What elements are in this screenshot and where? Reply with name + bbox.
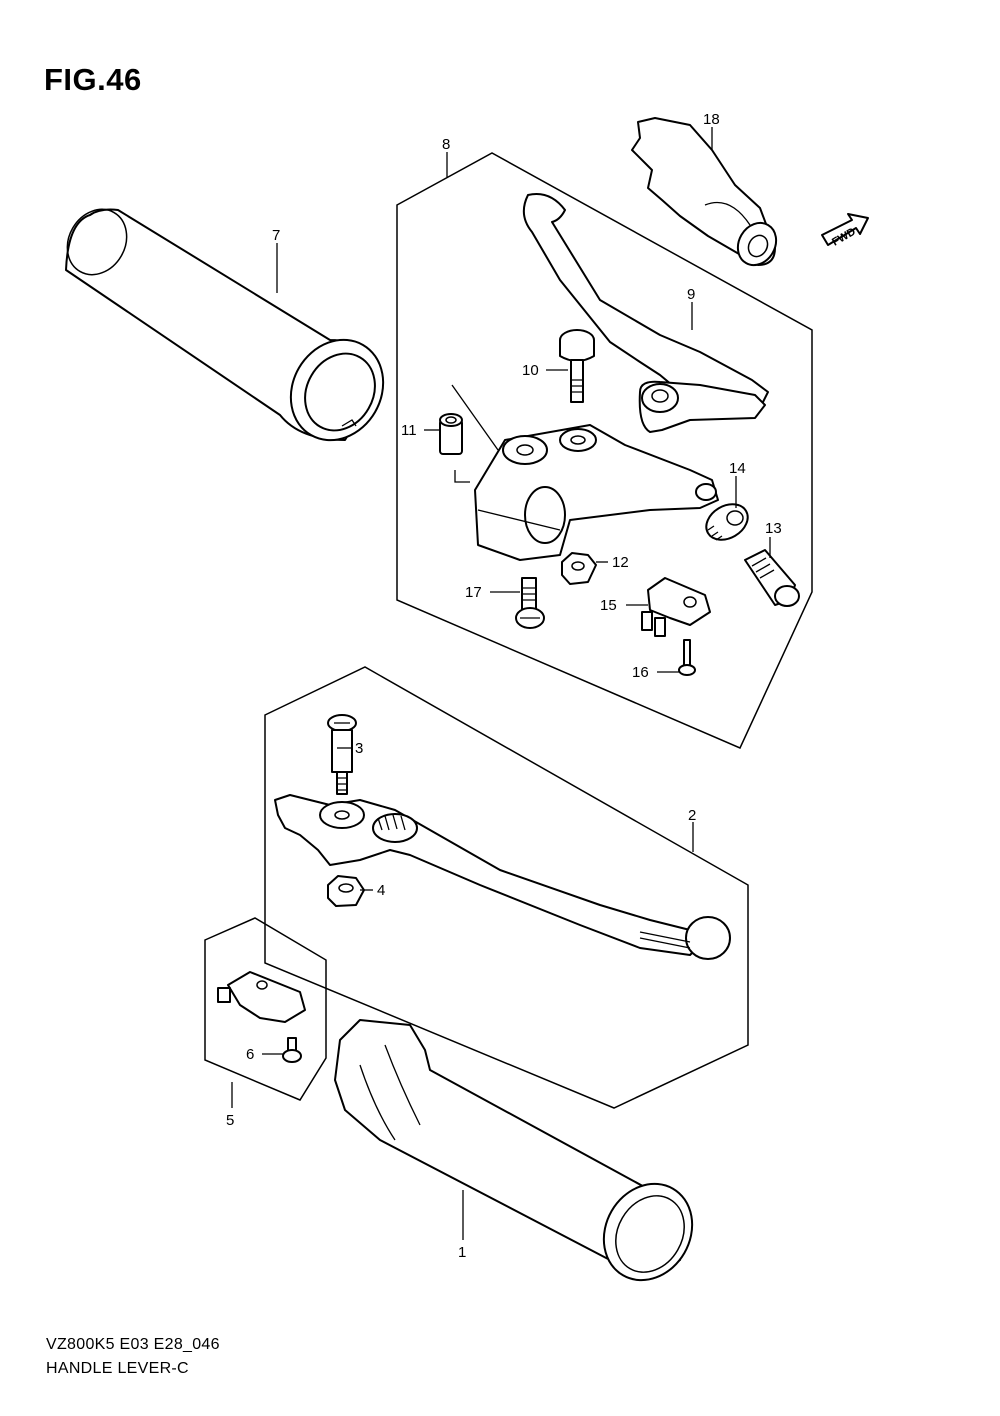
clutch-lever-part-9: [522, 193, 769, 433]
leader-lines: [231, 127, 771, 1240]
assembly-5-group-outline: [204, 917, 327, 1101]
callout-11: 11: [401, 422, 417, 439]
callout-2: 2: [688, 807, 696, 824]
figure-title: FIG.46: [44, 62, 142, 97]
assembly-8-group-outline: [396, 152, 813, 749]
front-brake-switch-part-5: [217, 971, 306, 1023]
callout-16: 16: [632, 664, 649, 681]
throttle-grip-part-1: [334, 1019, 694, 1282]
callout-13: 13: [765, 520, 782, 537]
callout-3: 3: [355, 740, 363, 757]
nut-part-12: [561, 552, 597, 585]
callout-12: 12: [612, 554, 629, 571]
callout-9: 9: [687, 286, 695, 303]
screw-part-6: [282, 1037, 302, 1063]
screw-part-16: [678, 639, 696, 676]
callout-4: 4: [377, 882, 385, 899]
pivot-bolt-part-10: [559, 329, 595, 403]
diagram-caption: HANDLE LEVER-C: [46, 1360, 189, 1377]
callout-18: 18: [703, 111, 720, 128]
bolt-part-17: [515, 577, 545, 629]
assembly-2-group-outline: [264, 666, 749, 1109]
callout-7: 7: [272, 227, 280, 244]
model-code-label: VZ800K5 E03 E28_046: [46, 1336, 220, 1353]
lever-bracket-housing: [474, 424, 719, 561]
adjuster-part-14: [705, 503, 749, 541]
nut-part-4: [327, 875, 365, 907]
callout-15: 15: [600, 597, 617, 614]
callout-10: 10: [522, 362, 539, 379]
forward-direction-arrow: FWD: [821, 213, 869, 249]
callout-8: 8: [442, 136, 450, 153]
callout-17: 17: [465, 584, 482, 601]
diagram-footer: VZ800K5 E03 E28_046 HANDLE LEVER-C: [46, 1333, 220, 1381]
callout-5: 5: [226, 1112, 234, 1129]
pivot-bolt-part-3: [327, 714, 357, 795]
callout-6: 6: [246, 1046, 254, 1063]
grip-part-7: [65, 208, 385, 442]
callout-14: 14: [729, 460, 746, 477]
collar-part-11: [439, 384, 499, 483]
brake-lever-part-2: [274, 794, 731, 960]
cable-adjuster-part-13: [744, 549, 800, 607]
lever-cover-part-18: [631, 117, 778, 267]
clutch-switch-part-15: [641, 577, 711, 637]
callout-1: 1: [458, 1244, 466, 1261]
